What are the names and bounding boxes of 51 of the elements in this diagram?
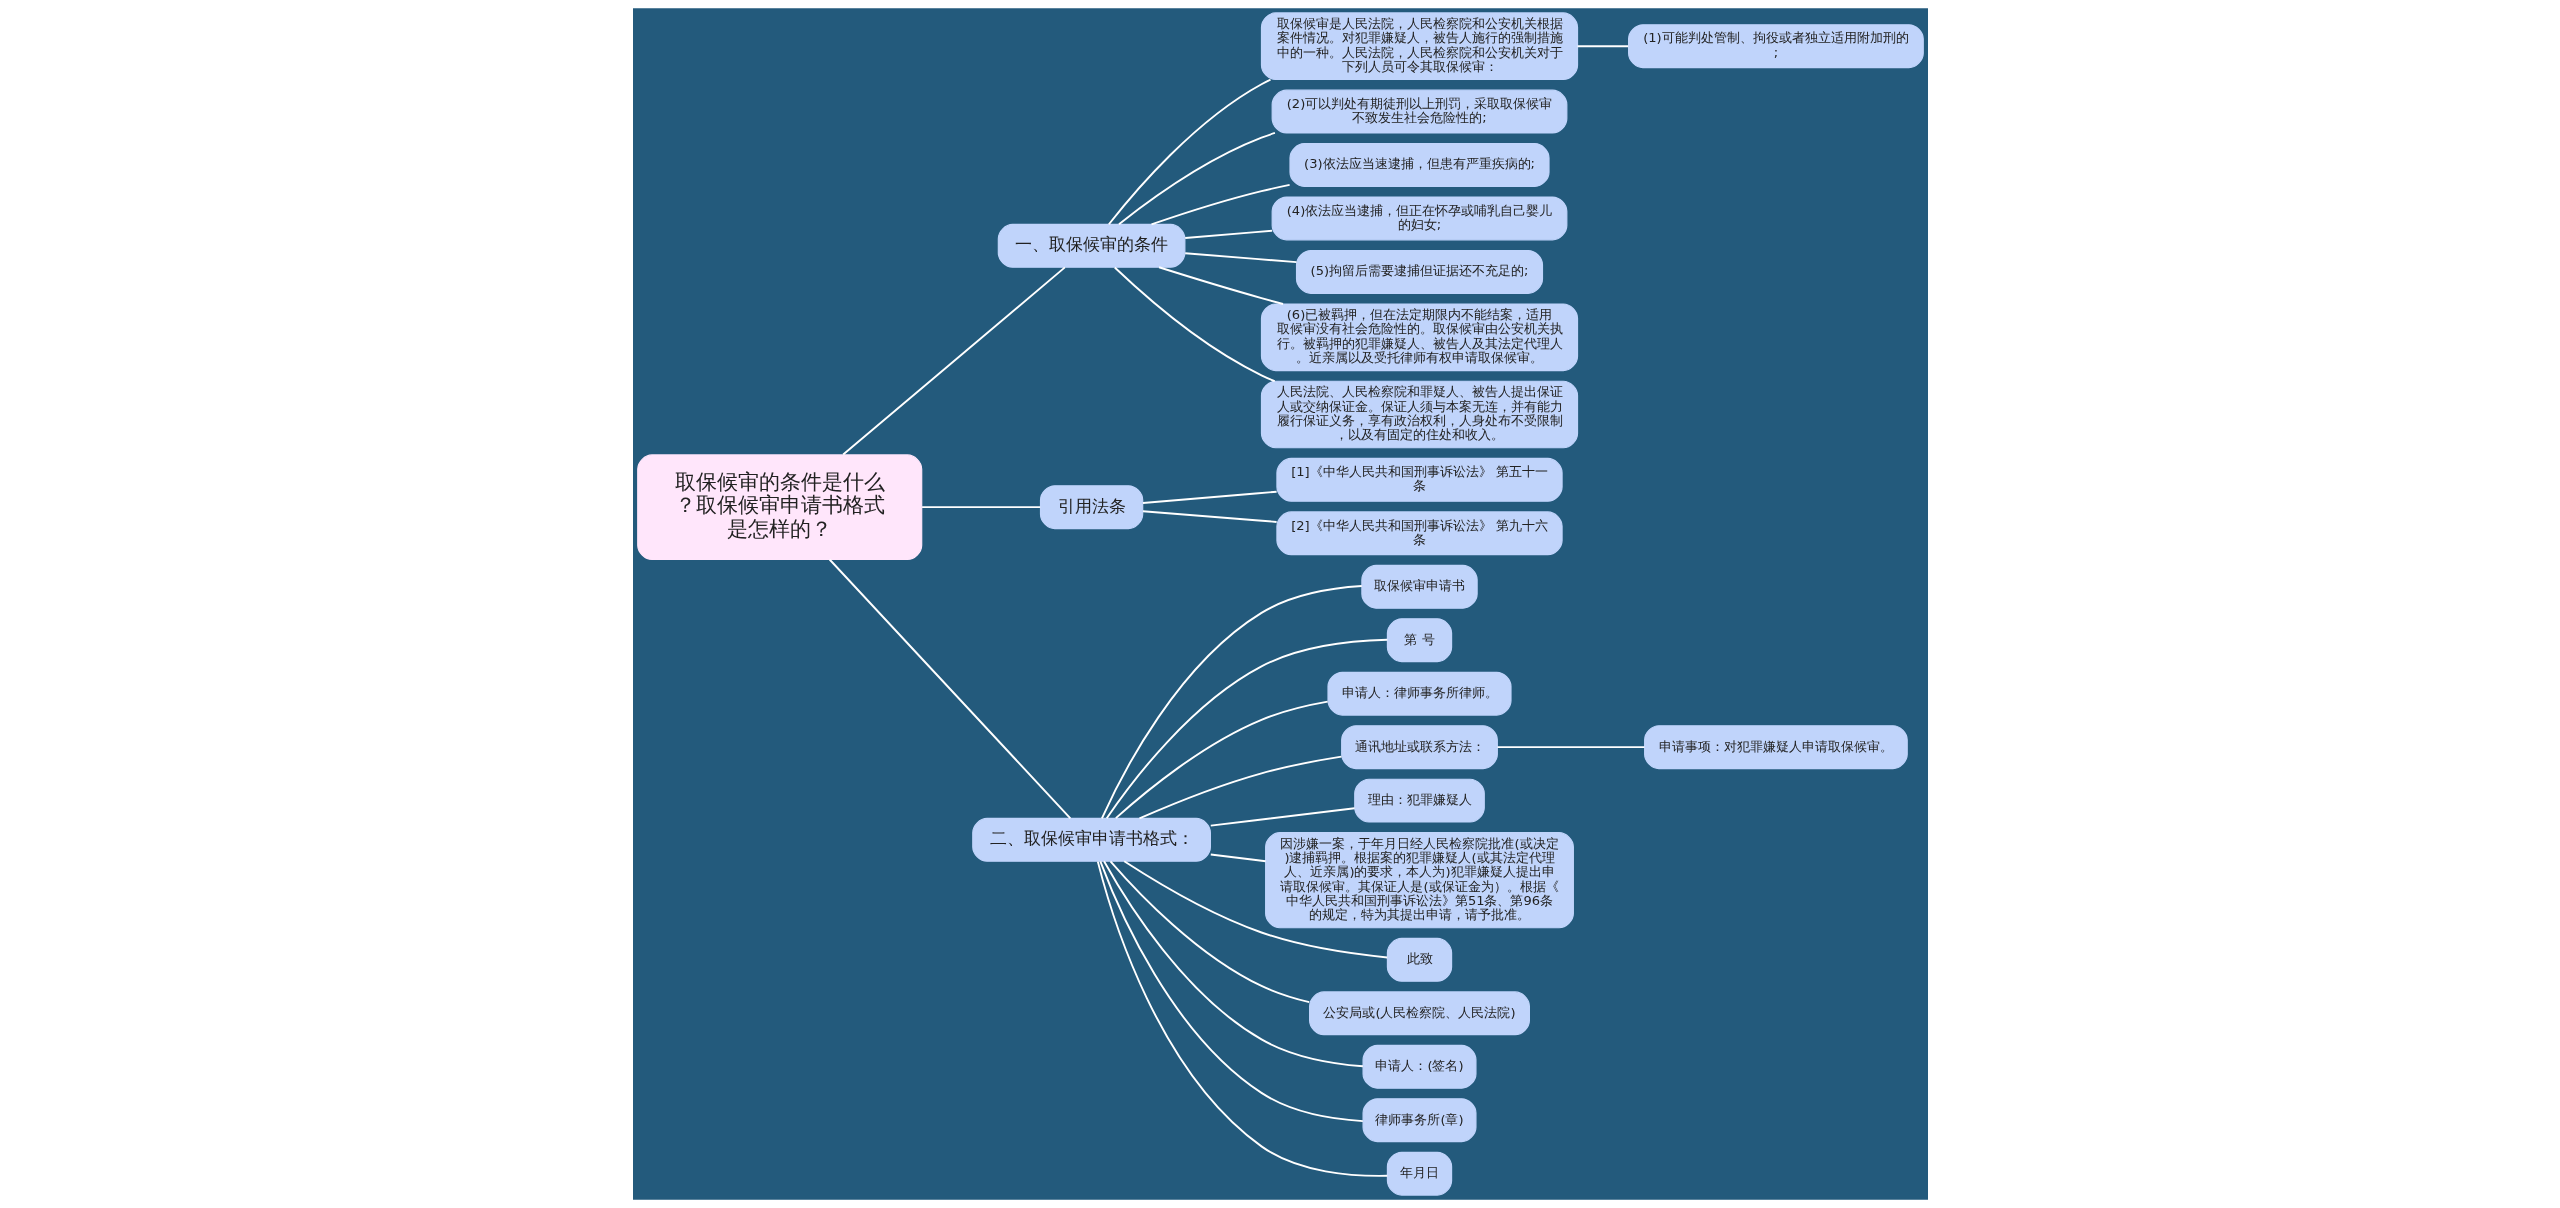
node-box: 取保候审的条件是什么？取保候审申请书格式是怎样的？ xyxy=(636,454,922,561)
connector xyxy=(1122,860,1388,959)
node-box: [2]《中华人民共和国刑事诉讼法》 第九十六条 xyxy=(1275,511,1563,556)
node-box: 律师事务所(章) xyxy=(1361,1098,1477,1143)
connector xyxy=(1100,585,1363,820)
connector xyxy=(1157,266,1284,305)
node-box: 人民法院、人民检察院和罪疑人、被告人提出保证人或交纳保证金。保证人须与本案无连，并有能力履行保证义务，享有政治权利，人身处布不受限制，以及有固定的住处和收入。 xyxy=(1260,380,1578,449)
connector xyxy=(1105,638,1388,820)
connector xyxy=(1109,860,1310,1004)
connector xyxy=(1096,860,1388,1177)
connector xyxy=(1114,700,1329,820)
node-box: 一、取保候审的条件 xyxy=(997,223,1185,268)
connector xyxy=(1576,45,1629,48)
node-box: (1)可能判处管制、拘役或者独立适用附加刑的; xyxy=(1627,24,1924,69)
node-box: (3)依法应当速逮捕，但患有严重疾病的; xyxy=(1288,143,1550,187)
node-box: (5)拘留后需要逮捕但证据还不充足的; xyxy=(1295,249,1543,294)
connector xyxy=(1209,853,1267,863)
connector xyxy=(1141,510,1278,523)
node-box: 取保候审是人民法院，人民检察院和公安机关根据案件情况。对犯罪嫌疑人，被告人施行的强制措施中的一种。人民法院，人民检察院和公安机关对于下列人员可令其取保候审： xyxy=(1260,12,1578,81)
connector xyxy=(841,266,1066,456)
node-box: (6)已被羁押，但在法定期限内不能结案，适用取候审没有社会危险性的。取保候审由公安机关执行。被羁押的犯罪嫌疑人、被告人及其法定代理人。近亲属以及受托律师有权申请取保候审。 xyxy=(1260,303,1578,372)
connector xyxy=(1150,183,1291,226)
node-box: 通讯地址或联系方法： xyxy=(1340,725,1498,770)
node-box: 公安局或(人民检察院、人民法院) xyxy=(1308,991,1530,1036)
connector xyxy=(1496,746,1645,749)
node-box: 取保候审申请书 xyxy=(1360,564,1478,609)
node-box: 申请人：(签名) xyxy=(1361,1044,1477,1089)
node-box: 申请事项：对犯罪嫌疑人申请取保候审。 xyxy=(1643,725,1908,770)
node-box: 申请人：律师事务所律师。 xyxy=(1326,671,1512,716)
connector xyxy=(1138,755,1342,820)
node-box: [1]《中华人民共和国刑事诉讼法》 第五十一条 xyxy=(1275,457,1563,502)
node-box: (4)依法应当逮捕，但正在怀孕或哺乳自己婴儿的妇女; xyxy=(1271,196,1567,241)
node-box: 二、取保候审申请书格式： xyxy=(971,817,1211,862)
connector xyxy=(828,558,1071,820)
connector xyxy=(1183,252,1297,264)
connector xyxy=(920,506,1041,509)
connector xyxy=(1183,229,1273,239)
node-box: 引用法条 xyxy=(1039,485,1143,530)
node-box: (2)可以判处有期徒刑以上刑罚，采取取保候审不致发生社会危险性的; xyxy=(1271,89,1567,134)
connector xyxy=(1141,490,1278,504)
connector xyxy=(1209,807,1356,827)
node-box: 因涉嫌一案，于年月日经人民检察院批准(或决定)逮捕羁押。根据案的犯罪嫌疑人(或其法定代理人、近亲属)的要求，本人为)犯罪嫌疑人提出申请取保候审。其保证人是(或保证金为）。根据《中华人民共和国刑事诉讼法》第51条、第96条的规定，特为其提出申请，请予批准。 xyxy=(1264,832,1574,929)
connector xyxy=(1102,860,1364,1068)
node-box: 理由：犯罪嫌疑人 xyxy=(1353,778,1485,823)
connector xyxy=(1117,132,1276,226)
connector xyxy=(1113,266,1276,383)
connector xyxy=(1098,860,1364,1123)
node-box: 第 号 xyxy=(1386,618,1452,663)
connector xyxy=(1107,78,1271,226)
node-box: 年月日 xyxy=(1386,1151,1452,1196)
node-box: 此致 xyxy=(1386,937,1452,982)
